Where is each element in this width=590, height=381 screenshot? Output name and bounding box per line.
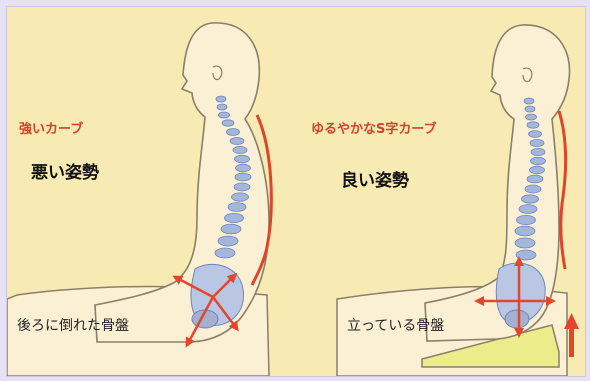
right-pelvis-label: 立っている骨盤 [347,319,444,333]
illustration-frame: 強いカーブ 悪い姿勢 後ろに倒れた骨盤 ゆるやかなS字カーブ 良い姿勢 立ってい… [6,6,586,377]
left-posture-label: 悪い姿勢 [31,165,99,182]
left-curve-label: 強いカーブ [19,123,83,136]
right-curve-label: ゆるやかなS字カーブ [311,123,437,136]
left-pelvis-label: 後ろに倒れた骨盤 [17,319,129,333]
right-posture-label: 良い姿勢 [341,173,409,190]
right-curve-line [559,111,566,269]
